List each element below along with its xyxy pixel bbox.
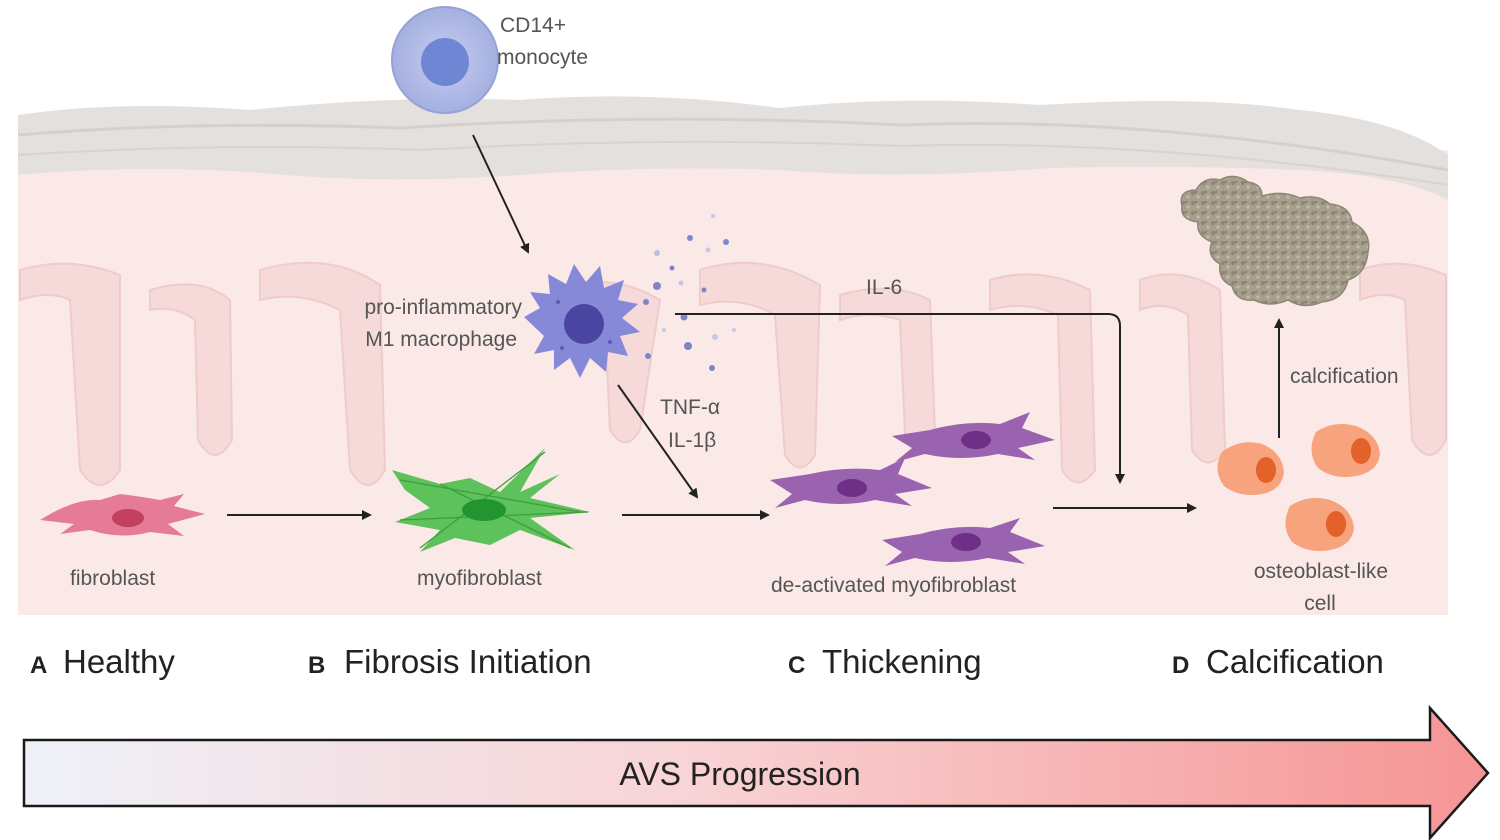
monocyte-label-line2: monocyte xyxy=(497,46,588,69)
stage-a: A Healthy xyxy=(30,643,175,680)
endothelium-layer xyxy=(18,96,1448,200)
stage-b-name: Fibrosis Initiation xyxy=(344,643,592,680)
stage-b-letter: B xyxy=(308,652,325,679)
calcification-arrow-label: calcification xyxy=(1290,365,1399,388)
cytokine-particles xyxy=(643,214,736,371)
calcified-nodule-icon xyxy=(1180,175,1370,307)
monocyte-cell-icon xyxy=(391,6,499,114)
valve-tissue xyxy=(17,96,1449,615)
macrophage-label: pro-inflammatory xyxy=(364,296,522,319)
stage-a-letter: A xyxy=(30,652,47,679)
fibroblast-label: fibroblast xyxy=(70,567,155,590)
deactivated-myofibroblast-cell-icon xyxy=(770,412,1055,566)
stage-d: D Calcification xyxy=(1172,643,1384,680)
stage-b: B Fibrosis Initiation xyxy=(308,643,592,680)
stage-a-name: Healthy xyxy=(63,643,175,680)
avs-progression-arrow xyxy=(22,704,1490,840)
stage-c-letter: C xyxy=(788,652,805,679)
stage-d-name: Calcification xyxy=(1206,643,1384,680)
monocyte-to-macrophage-arrow xyxy=(472,134,530,254)
stage-c: C Thickening xyxy=(788,643,982,680)
monocyte-label: CD14+ xyxy=(500,14,566,37)
stage-d-letter: D xyxy=(1172,652,1189,679)
deactivated-myofibroblast-label: de-activated myofibroblast xyxy=(771,574,1016,597)
avs-progression-label: AVS Progression xyxy=(619,756,860,792)
osteoblast-label: osteoblast-like xyxy=(1254,560,1388,583)
il6-arrow xyxy=(675,313,1125,484)
macrophage-cell-icon xyxy=(524,264,640,378)
tnf-alpha-label: TNF-α xyxy=(660,396,720,419)
il1b-label: IL-1β xyxy=(668,429,716,452)
myofibroblast-label: myofibroblast xyxy=(417,567,542,590)
myofibroblast-cell-icon xyxy=(392,448,590,552)
cytokine-to-myofibroblast-arrow xyxy=(617,384,699,499)
stage-c-name: Thickening xyxy=(822,643,982,680)
osteoblast-cell-icon xyxy=(1217,424,1380,551)
macrophage-label-line2: M1 macrophage xyxy=(365,328,517,351)
il6-label: IL-6 xyxy=(866,276,902,299)
fibroblast-cell-icon xyxy=(40,494,205,536)
osteoblast-label-line2: cell xyxy=(1304,592,1336,615)
